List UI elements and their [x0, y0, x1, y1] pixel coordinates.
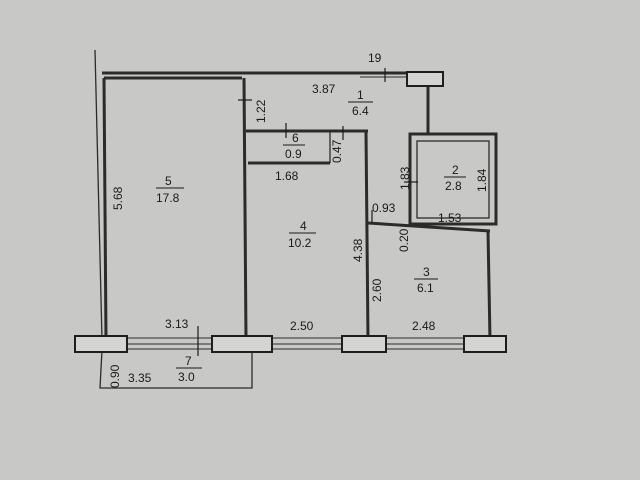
room-number: 7 [185, 354, 192, 368]
structural-block [211, 335, 273, 353]
room-area: 6.4 [352, 104, 369, 118]
structural-block [463, 335, 507, 353]
room2-inner-line [416, 140, 490, 219]
room-number: 5 [165, 174, 172, 188]
dimension-label: 3.87 [312, 82, 336, 96]
room-number: 2 [452, 163, 459, 177]
room2-walls [408, 132, 498, 226]
dimension-label: 1.68 [275, 169, 299, 183]
room-number: 1 [357, 88, 364, 102]
dimension-label: 1.83 [398, 166, 412, 190]
room3-top-wall [367, 221, 491, 233]
dimension-label: 4.38 [351, 238, 365, 262]
dimension-label: 2.50 [290, 319, 314, 333]
top-label: 19 [368, 51, 382, 65]
partition-4-3 [364, 130, 370, 341]
room3-right-wall [486, 230, 492, 341]
dimension-label: 1.22 [254, 99, 268, 123]
dimension-label: 3.35 [128, 371, 152, 385]
structural-block [74, 335, 128, 353]
dimension-label: 2.48 [412, 319, 436, 333]
structural-block [406, 71, 444, 87]
dimension-label: 0.20 [397, 228, 411, 252]
dimension-label: 5.68 [111, 186, 125, 210]
structural-block [341, 335, 387, 353]
dimension-label: 0.47 [330, 139, 344, 163]
room-area: 6.1 [417, 281, 434, 295]
room-area: 0.9 [285, 147, 302, 161]
room5-left-wall [102, 77, 108, 341]
bottom-windows [110, 337, 470, 350]
dimension-label: 0.90 [108, 364, 122, 388]
room-area: 17.8 [156, 191, 180, 205]
dimension-label: 2.60 [370, 278, 384, 302]
room-area: 2.8 [445, 179, 462, 193]
room-number: 4 [300, 219, 307, 233]
room-number: 6 [292, 131, 299, 145]
dimension-label: 1.53 [438, 211, 462, 225]
partition-5-4 [242, 77, 248, 341]
dimension-label: 1.84 [475, 168, 489, 192]
room-area: 3.0 [178, 370, 195, 384]
dimension-label: 0.93 [372, 201, 396, 215]
walls [94, 49, 498, 389]
left-outer-wall-line [94, 49, 103, 341]
balcony-outline [99, 349, 253, 389]
room-area: 10.2 [288, 236, 312, 250]
dimension-ticks [197, 68, 418, 356]
room-number: 3 [423, 265, 430, 279]
dimension-label: 3.13 [165, 317, 189, 331]
